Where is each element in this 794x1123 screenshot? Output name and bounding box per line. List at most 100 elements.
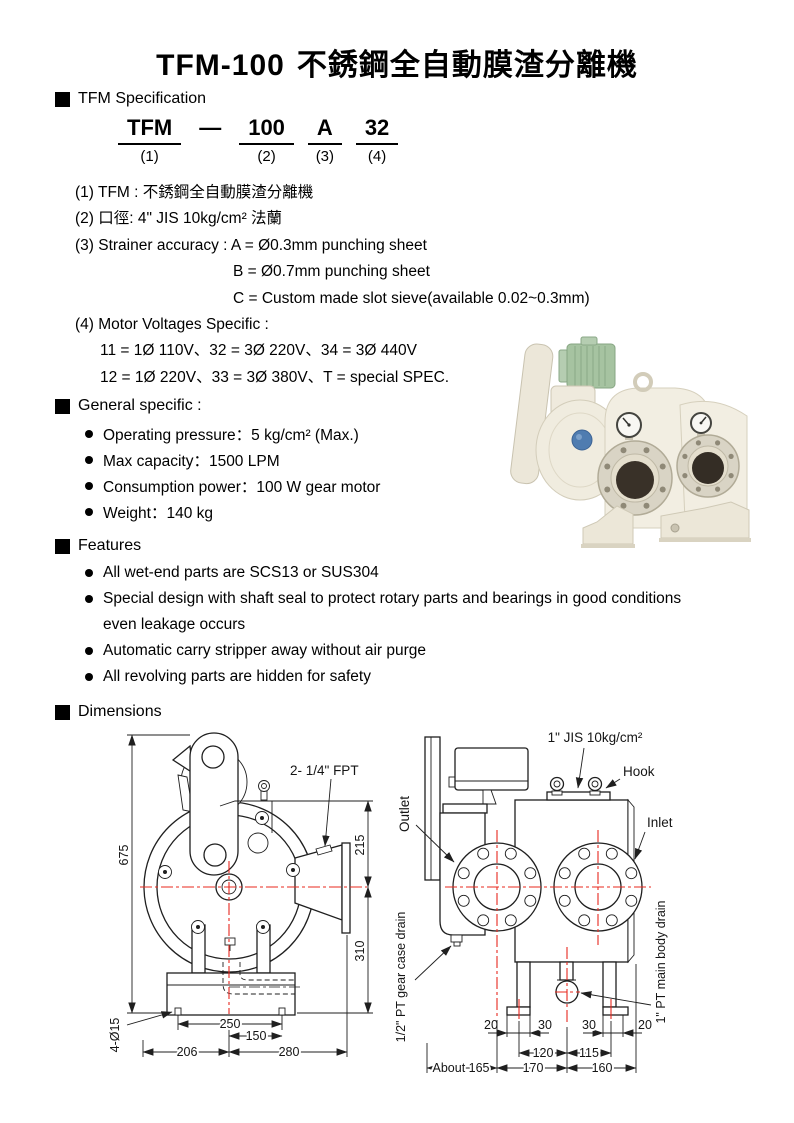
bullet-icon	[85, 430, 93, 438]
dimensions-section-title: Dimensions	[78, 703, 162, 720]
features-section-title: Features	[78, 537, 142, 554]
dimensions-section-header: Dimensions	[55, 703, 162, 721]
bullet-icon	[85, 482, 93, 490]
motor	[566, 336, 616, 389]
model-code-seg-4: 32 (4)	[355, 114, 399, 165]
dim-310: 310	[353, 941, 367, 962]
list-item-text: All revolving parts are hidden for safet…	[103, 668, 371, 685]
dim-30-right: 30	[582, 1018, 596, 1032]
left-flange	[597, 440, 673, 516]
model-code-seg-3-text: A	[307, 114, 342, 145]
label-base-holes: 4-Ø15	[108, 1018, 122, 1053]
section-marker-icon	[55, 398, 70, 414]
spec-note-2: (2) 口徑: 4" JIS 10kg/cm² 法蘭	[75, 210, 283, 228]
bullet-icon	[85, 673, 93, 681]
label-hook: Hook	[623, 764, 655, 779]
right-flange	[676, 434, 740, 498]
list-item-continuation: even leakage occurs	[85, 612, 681, 638]
model-code-seg-3-label: (3)	[315, 148, 335, 165]
bullet-icon	[85, 595, 93, 603]
front-view-outlines	[424, 736, 643, 1016]
bullet-icon	[85, 647, 93, 655]
spec-note-4c: 12 = 1Ø 220V、33 = 3Ø 380V、T = special SP…	[100, 368, 450, 386]
dim-height-675: 675	[117, 845, 131, 866]
label-fpt-ports: 2- 1/4" FPT	[290, 763, 359, 778]
model-code-seg-4-label: (4)	[367, 148, 387, 165]
side-view-centerlines	[140, 861, 367, 1014]
list-item-text: even leakage occurs	[103, 616, 246, 633]
pressure-gauge	[690, 412, 712, 434]
front-view-dimensions: 20 30 30 20 120 115 About 165 170 160	[426, 964, 654, 1077]
pump-front-view-drawing: 1" JIS 10kg/cm² Hook Outlet Inlet 1/2" P…	[395, 728, 675, 1077]
general-section-header: General specific :	[55, 397, 202, 415]
general-section-title: General specific :	[78, 397, 202, 414]
model-code-dash: —	[199, 115, 222, 140]
model-code-seg-2-label: (2)	[257, 148, 276, 165]
list-item: Consumption power：100 W gear motor	[85, 473, 380, 499]
model-code-seg-1-text: TFM	[118, 114, 182, 145]
bullet-spacer	[85, 621, 93, 629]
list-item: Operating pressure：5 kg/cm² (Max.)	[85, 421, 380, 447]
pump-back-bracket	[510, 343, 554, 485]
dim-170: 170	[523, 1061, 544, 1075]
list-item-text: Consumption power：100 W gear motor	[103, 479, 381, 496]
title-product-name: 不銹鋼全自動膜渣分離機	[296, 49, 638, 82]
dim-120: 120	[533, 1046, 554, 1060]
dim-150: 150	[246, 1029, 267, 1043]
dim-about-165: About 165	[433, 1061, 490, 1075]
list-item: Max capacity：1500 LPM	[85, 447, 380, 473]
model-code-seg-3: A (3)	[307, 114, 342, 165]
label-jis-flange: 1" JIS 10kg/cm²	[548, 730, 643, 745]
dim-280: 280	[279, 1045, 300, 1059]
section-marker-icon	[55, 91, 70, 107]
list-item-text: All wet-end parts are SCS13 or SUS304	[103, 564, 379, 581]
spec-section-header: TFM Specification	[55, 90, 206, 108]
spec-note-3: (3) Strainer accuracy : A = Ø0.3mm punch…	[75, 236, 427, 254]
section-marker-icon	[55, 538, 70, 554]
list-item: Automatic carry stripper away without ai…	[85, 638, 681, 664]
mounting-feet	[581, 501, 751, 548]
list-item-text: Special design with shaft seal to protec…	[103, 590, 682, 607]
side-view-dimensions: 675 215 310 2- 1/4" FPT 250 150 206 280 …	[106, 734, 373, 1061]
spec-note-1: (1) TFM : 不銹鋼全自動膜渣分離機	[75, 184, 314, 201]
dim-215: 215	[353, 835, 367, 856]
list-item-text: Max capacity：1500 LPM	[103, 453, 280, 470]
front-view-labels: 1" JIS 10kg/cm² Hook Outlet Inlet 1/2" P…	[395, 728, 675, 1044]
model-code-seg-1-label: (1)	[140, 148, 159, 165]
dim-20-left: 20	[484, 1018, 498, 1032]
hook-eyebolt	[549, 776, 603, 796]
model-code-seg-1: TFM (1)	[118, 114, 182, 165]
label-inlet: Inlet	[647, 815, 673, 830]
list-item: All revolving parts are hidden for safet…	[85, 664, 681, 690]
title-model-code: TFM-100	[156, 49, 285, 82]
dim-115: 115	[579, 1046, 599, 1060]
lifting-loop	[633, 372, 653, 392]
general-spec-list: Operating pressure：5 kg/cm² (Max.) Max c…	[85, 421, 380, 525]
label-main-body-drain: 1" PT main body drain	[654, 900, 668, 1023]
model-code-seg-4-text: 32	[355, 114, 399, 145]
list-item-text: Weight：140 kg	[103, 505, 213, 522]
section-marker-icon	[55, 704, 70, 720]
pressure-gauge	[616, 412, 642, 438]
model-code-breakdown: TFM (1) — 100 (2) A (3) 32 (4)	[118, 114, 399, 165]
pump-side-view-drawing: 675 215 310 2- 1/4" FPT 250 150 206 280 …	[106, 732, 373, 1061]
label-outlet: Outlet	[397, 796, 412, 832]
dim-20-right: 20	[638, 1018, 652, 1032]
front-view-centerlines	[445, 830, 651, 1025]
spec-notes: (1) TFM : 不銹鋼全自動膜渣分離機 (2) 口徑: 4" JIS 10k…	[75, 180, 590, 391]
model-code-seg-2-text: 100	[239, 114, 294, 145]
features-section-header: Features	[55, 537, 141, 555]
page-title: TFM-100 不銹鋼全自動膜渣分離機	[0, 40, 794, 84]
spec-note-4: (4) Motor Voltages Specific :	[75, 315, 269, 333]
dim-206: 206	[177, 1045, 198, 1059]
bullet-icon	[85, 569, 93, 577]
rim-bolt-lug	[158, 811, 300, 934]
spec-note-4b: 11 = 1Ø 110V、32 = 3Ø 220V、34 = 3Ø 440V	[100, 342, 417, 360]
features-list: All wet-end parts are SCS13 or SUS304 Sp…	[85, 560, 681, 690]
list-item: Weight：140 kg	[85, 499, 380, 525]
blue-badge	[571, 429, 593, 451]
list-item-text: Operating pressure：5 kg/cm² (Max.)	[103, 427, 359, 444]
spec-note-3b: B = Ø0.7mm punching sheet	[233, 263, 430, 281]
badge-highlight	[576, 434, 582, 440]
